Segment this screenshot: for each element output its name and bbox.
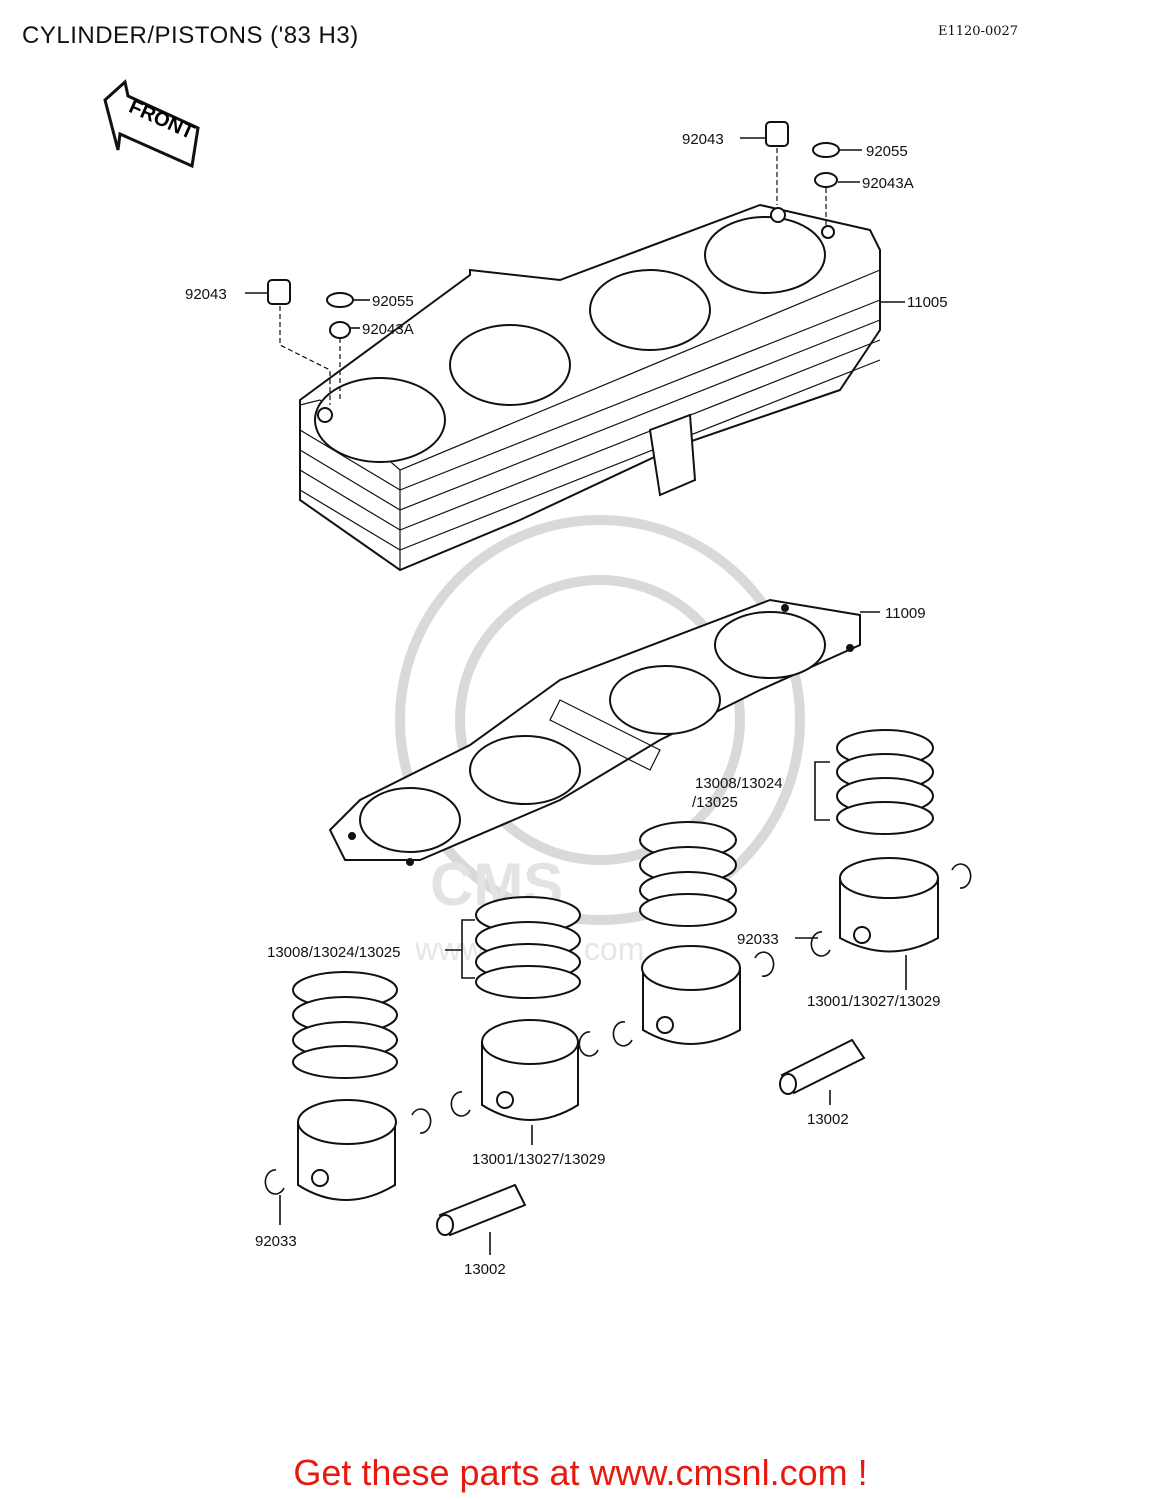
piston-pin-left bbox=[436, 1183, 527, 1255]
callout-dowel-a-left: 92043A bbox=[362, 321, 414, 338]
circlip-right-icon bbox=[795, 863, 972, 957]
dowel-top-icon bbox=[740, 121, 789, 205]
callout-cylinder: 11005 bbox=[907, 294, 948, 311]
oring-top-icon bbox=[812, 142, 862, 158]
callout-pin-left: 13002 bbox=[464, 1261, 506, 1278]
oring-left-icon bbox=[326, 292, 370, 308]
callout-piston-left: 13001/13027/13029 bbox=[472, 1151, 605, 1168]
dowel-a-top-icon bbox=[814, 172, 860, 228]
front-arrow-icon: FRONT bbox=[103, 79, 200, 169]
cylinder-block bbox=[299, 203, 881, 572]
callout-circlip-left: 92033 bbox=[255, 1233, 297, 1250]
page-title: CYLINDER/PISTONS ('83 H3) bbox=[22, 22, 359, 49]
callout-gasket: 11009 bbox=[885, 605, 926, 622]
callout-oring-top: 92055 bbox=[866, 143, 908, 160]
piston-far-left bbox=[264, 1099, 432, 1225]
dowel-a-left-icon bbox=[329, 321, 360, 400]
callout-dowel-top: 92043 bbox=[682, 131, 724, 148]
piston-center bbox=[578, 945, 775, 1057]
callout-dowel-left: 92043 bbox=[185, 286, 227, 303]
piston-ring-set-center bbox=[639, 821, 737, 927]
figure-code: E1120-0027 bbox=[938, 24, 1019, 39]
callout-oring-left: 92055 bbox=[372, 293, 414, 310]
piston-ring-set-far-left bbox=[292, 971, 398, 1079]
callout-circlip-right: 92033 bbox=[737, 931, 779, 948]
dowel-left-icon bbox=[245, 279, 331, 405]
piston-ring-set-right bbox=[814, 729, 934, 835]
exploded-diagram: CMS www.cmsnl.com FRONT bbox=[103, 79, 972, 1278]
piston-left-center bbox=[450, 1019, 579, 1145]
callout-pin-right: 13002 bbox=[807, 1111, 849, 1128]
piston-right bbox=[839, 857, 939, 990]
callout-piston-right: 13001/13027/13029 bbox=[807, 993, 940, 1010]
piston-pin-right bbox=[779, 1038, 866, 1105]
callout-rings-left: 13008/13024/13025 bbox=[267, 944, 400, 961]
piston-ring-set-left-center bbox=[461, 896, 581, 999]
head-gasket bbox=[328, 598, 861, 866]
callout-rings-right-1: 13008/13024 bbox=[695, 775, 783, 792]
callout-dowel-a-top: 92043A bbox=[862, 175, 914, 192]
get-parts-link[interactable]: Get these parts at www.cmsnl.com ! bbox=[293, 1452, 868, 1493]
callout-rings-right-2: /13025 bbox=[692, 794, 738, 811]
